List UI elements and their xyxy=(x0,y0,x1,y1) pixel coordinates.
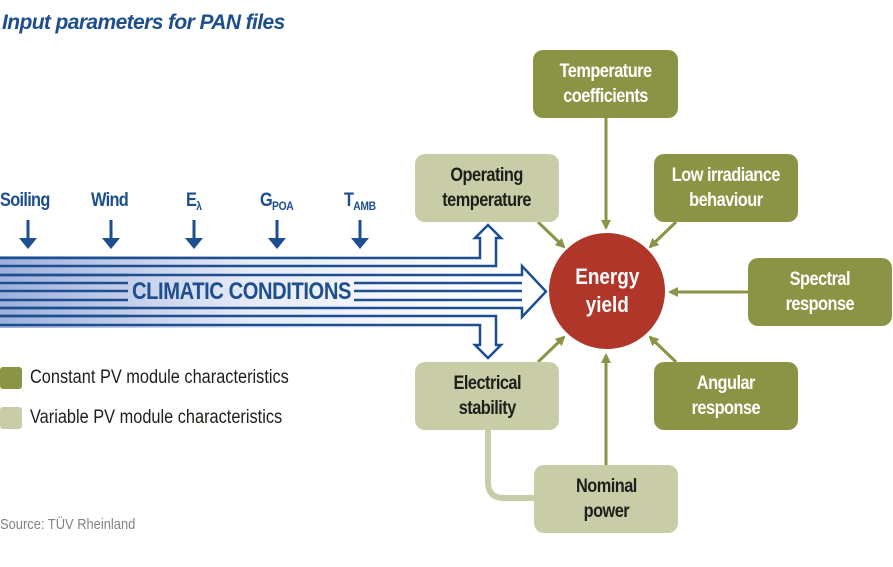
connector-low-irradiance xyxy=(648,220,678,249)
factor-arrows xyxy=(19,220,369,249)
factor-ambient-temperature: TAMB xyxy=(344,190,376,213)
node-label: Angular response xyxy=(691,373,761,419)
node-spectral-response: Spectral response xyxy=(748,258,892,326)
factor-plane-of-array-irradiance: GPOA xyxy=(260,190,294,213)
node-electrical-stability: Electrical stability xyxy=(415,362,559,430)
factor-subscript: POA xyxy=(272,199,294,213)
connector-operating-temperature xyxy=(536,220,566,249)
connector-electrical-stability xyxy=(536,335,566,364)
node-label: Electrical stability xyxy=(453,373,521,419)
factor-spectral-irradiance: Eλ xyxy=(186,190,202,213)
node-nominal-power: Nominal power xyxy=(534,465,678,533)
arrow-down-icon xyxy=(268,220,286,249)
arrow-down-icon xyxy=(19,220,37,249)
legend-swatch-variable xyxy=(0,407,22,429)
node-label: Spectral response xyxy=(785,269,855,315)
legend-variable: Variable PV module characteristics xyxy=(0,407,323,429)
factor-wind: Wind xyxy=(91,190,129,212)
arrow-down-icon xyxy=(102,220,120,249)
node-low-irradiance-behaviour: Low irradiance behaviour xyxy=(654,154,798,222)
factor-subscript: λ xyxy=(196,199,202,213)
legend-constant: Constant PV module characteristics xyxy=(0,367,331,389)
factor-soiling: Soiling xyxy=(0,190,50,212)
connector-electrical-nominal xyxy=(485,430,536,501)
node-temperature-coefficients: Temperature coefficients xyxy=(533,50,678,118)
arrow-down-icon xyxy=(351,220,369,249)
energy-yield-label: Energy yield xyxy=(574,264,640,317)
node-label: Nominal power xyxy=(575,476,637,522)
factor-label: E xyxy=(186,190,197,211)
legend-swatch-constant xyxy=(0,367,22,389)
climatic-conditions-label: CLIMATIC CONDITIONS xyxy=(132,278,351,305)
factor-label: Soiling xyxy=(0,190,50,211)
factor-label: G xyxy=(260,190,273,211)
arrow-down-icon xyxy=(185,220,203,249)
energy-yield-node: Energy yield xyxy=(549,233,665,349)
diagram-title: Input parameters for PAN files xyxy=(2,11,285,34)
source-credit: Source: TÜV Rheinland xyxy=(0,516,136,533)
legend-label: Variable PV module characteristics xyxy=(30,407,283,428)
connectors xyxy=(536,118,748,465)
node-label: Temperature coefficients xyxy=(559,61,652,107)
climatic-conditions-arrow-bundle xyxy=(0,223,548,360)
connector-angular-response xyxy=(648,335,678,364)
node-label: Low irradiance behaviour xyxy=(671,165,781,211)
factor-label: Wind xyxy=(91,190,129,211)
legend-label: Constant PV module characteristics xyxy=(30,367,289,388)
node-label: Operating temperature xyxy=(442,165,532,211)
factor-subscript: AMB xyxy=(353,199,376,213)
node-angular-response: Angular response xyxy=(654,362,798,430)
node-operating-temperature: Operating temperature xyxy=(415,154,559,222)
factor-label: T xyxy=(344,190,354,211)
